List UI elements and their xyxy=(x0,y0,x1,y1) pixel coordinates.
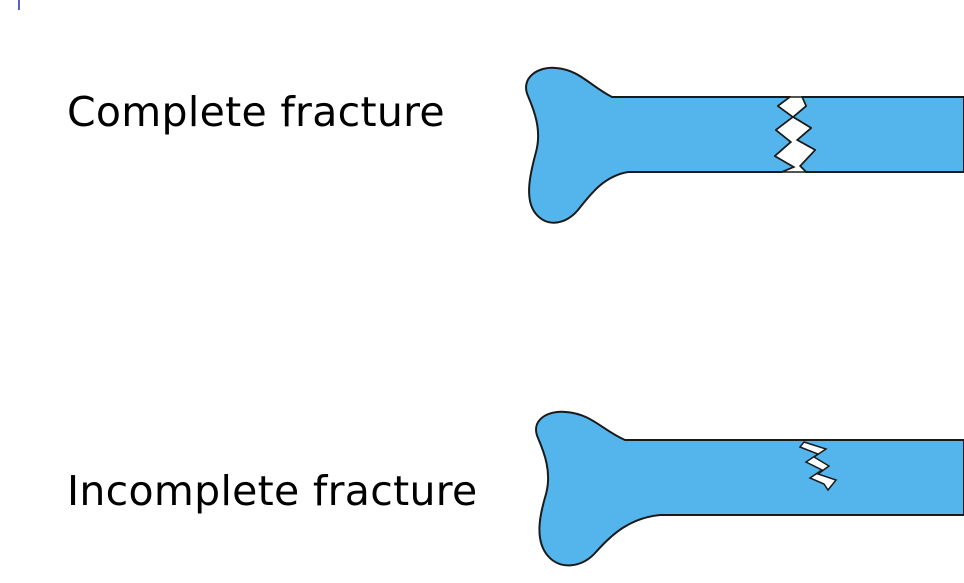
bone-shaft xyxy=(535,410,964,567)
bone-shaft-left xyxy=(525,66,795,224)
fracture-gap xyxy=(773,96,817,173)
partial-crack xyxy=(798,441,838,492)
complete-fracture-label: Complete fracture xyxy=(67,88,445,136)
corner-mark xyxy=(18,0,20,10)
incomplete-fracture-label: Incomplete fracture xyxy=(67,467,478,515)
